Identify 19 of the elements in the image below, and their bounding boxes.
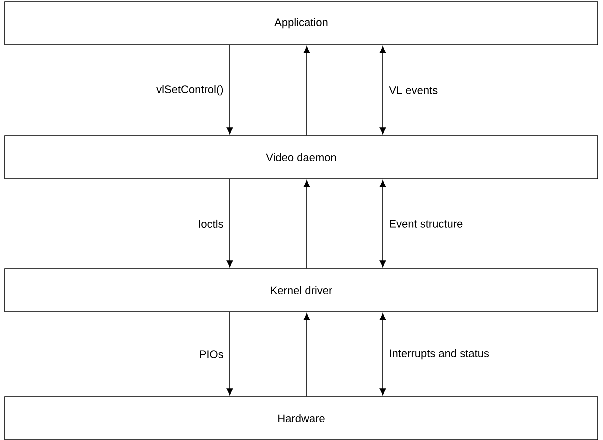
- arrow: [226, 312, 234, 396]
- edge-label: VL events: [389, 86, 438, 94]
- arrow: [380, 46, 386, 135]
- arrow: [380, 313, 386, 396]
- arrow: [304, 180, 310, 269]
- arrow: [304, 313, 310, 397]
- layer-box: Video daemon: [4, 136, 598, 180]
- layer-box: Kernel driver: [4, 268, 598, 312]
- arrow: [226, 179, 234, 268]
- edge-label: PIOs: [200, 350, 224, 358]
- arrow: [226, 45, 234, 135]
- layer-box: Hardware: [4, 396, 598, 440]
- arrow: [380, 180, 386, 268]
- edge-label: vlSetControl(): [156, 85, 224, 96]
- layer-box: Application: [4, 2, 598, 46]
- edge-label: Interrupts and status: [390, 349, 490, 360]
- arrow: [304, 46, 310, 136]
- edge-label: Event structure: [390, 220, 463, 228]
- edge-label: Ioctls: [199, 220, 224, 228]
